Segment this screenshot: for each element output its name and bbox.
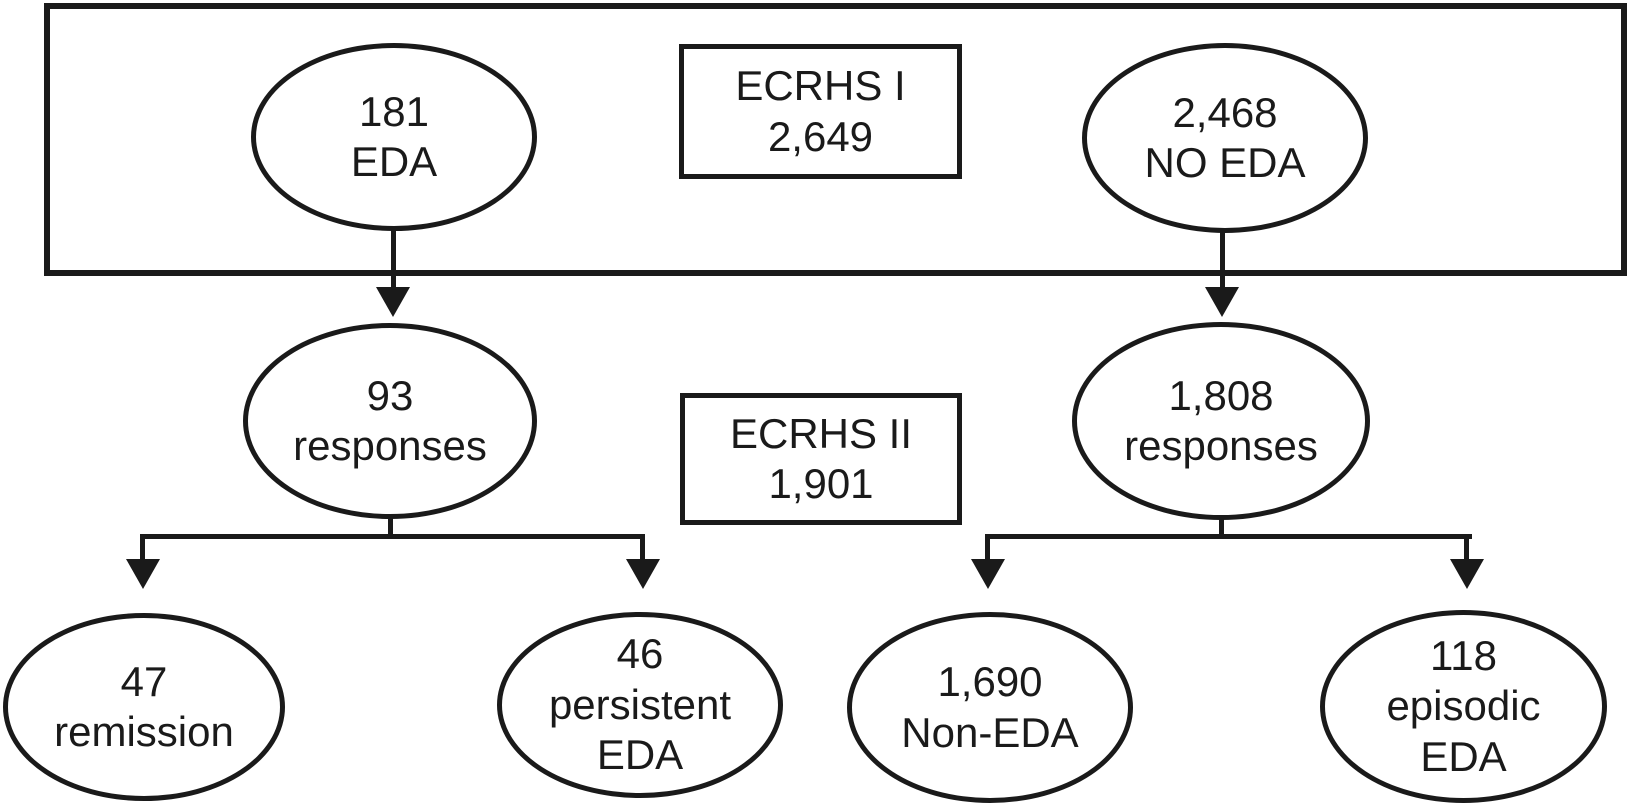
node-eda-baseline-value: 181 xyxy=(358,87,430,135)
ecrhs1-study-name: ECRHS I xyxy=(735,62,906,110)
node-non-eda: 1,690 Non-EDA xyxy=(847,612,1133,803)
node-no-eda-responses-value: 1,808 xyxy=(1168,371,1274,419)
edge-responses-branch-stub-right xyxy=(1219,517,1224,539)
edge-responses-branch-stub-left xyxy=(388,516,393,539)
node-persistent-eda-label2: EDA xyxy=(596,731,684,779)
node-remission-value: 47 xyxy=(120,657,168,705)
node-episodic-eda: 118 episodic EDA xyxy=(1320,610,1607,803)
node-eda-responses-label: responses xyxy=(293,422,487,469)
node-persistent-eda-label: persistent xyxy=(548,680,732,728)
ecrhs2-study-total: 1,901 xyxy=(768,460,874,507)
arrowhead-down-icon xyxy=(126,559,160,589)
node-episodic-eda-label: episodic xyxy=(1386,682,1541,730)
arrowhead-down-icon xyxy=(376,287,410,317)
arrowhead-down-icon xyxy=(1205,287,1239,317)
node-persistent-eda-value: 46 xyxy=(616,630,664,678)
ecrhs1-study-total: 2,649 xyxy=(767,112,874,160)
ecrhs2-study-name: ECRHS II xyxy=(729,409,913,457)
node-persistent-eda: 46 persistent EDA xyxy=(497,612,783,798)
edge-drop-to-persistent xyxy=(640,534,645,560)
node-remission: 47 remission xyxy=(3,613,285,801)
arrowhead-down-icon xyxy=(1450,559,1484,589)
node-no-eda-responses: 1,808 responses xyxy=(1072,322,1370,520)
node-eda-baseline-label: EDA xyxy=(350,138,438,185)
node-ecrhs2-box: ECRHS II 1,901 xyxy=(680,393,962,525)
node-eda-responses-value: 93 xyxy=(366,371,414,419)
node-remission-label: remission xyxy=(54,708,234,755)
node-non-eda-value: 1,690 xyxy=(937,658,1043,706)
node-no-eda-baseline-label: NO EDA xyxy=(1144,139,1306,186)
ecrhs1-cohort-frame xyxy=(44,3,1627,276)
arrowhead-down-icon xyxy=(626,559,660,589)
edge-responses-branch-right xyxy=(985,534,1472,539)
node-non-eda-label: Non-EDA xyxy=(901,708,1079,756)
node-no-eda-baseline: 2,468 NO EDA xyxy=(1082,43,1368,233)
node-no-eda-baseline-value: 2,468 xyxy=(1172,88,1278,136)
edge-drop-to-episodic xyxy=(1464,534,1469,560)
node-eda-responses: 93 responses xyxy=(243,323,537,519)
edge-no-eda-to-responses xyxy=(1220,231,1225,289)
node-ecrhs1-box: ECRHS I 2,649 xyxy=(679,44,962,179)
edge-responses-branch-left xyxy=(140,534,645,539)
node-eda-baseline: 181 EDA xyxy=(251,43,537,231)
edge-drop-to-remission xyxy=(140,534,145,560)
edge-eda-to-responses xyxy=(391,229,396,289)
node-no-eda-responses-label: responses xyxy=(1124,422,1318,469)
node-episodic-eda-label2: EDA xyxy=(1420,732,1507,780)
arrowhead-down-icon xyxy=(971,559,1005,589)
edge-drop-to-non-eda xyxy=(985,534,990,560)
node-episodic-eda-value: 118 xyxy=(1430,631,1497,679)
